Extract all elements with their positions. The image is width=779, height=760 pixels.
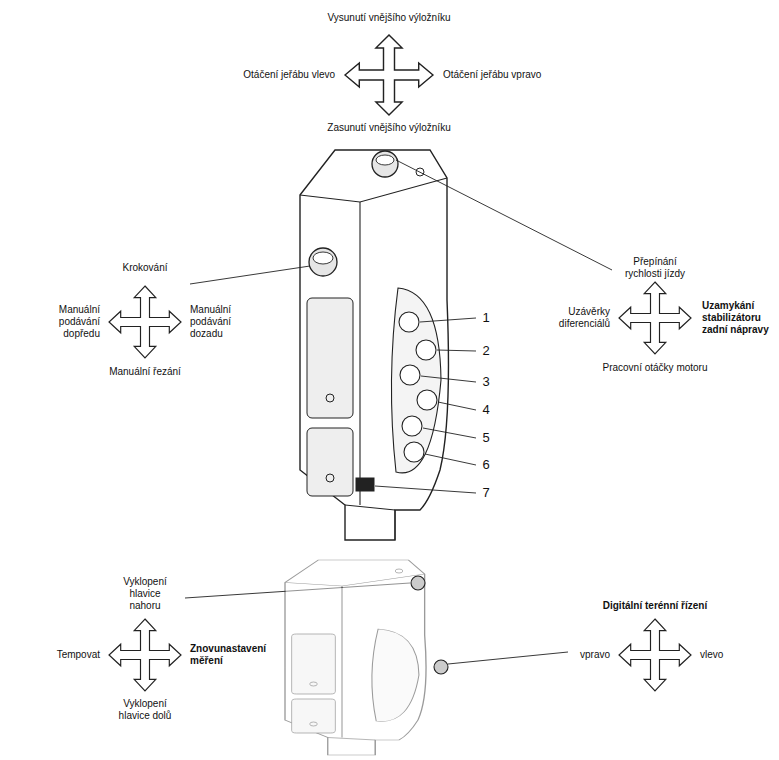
left-knob-cap [313,252,333,264]
left-knob [309,248,337,276]
small-joystick-body [285,560,426,755]
small-joystick [285,560,426,755]
control-label: Manuální řezání [109,366,181,378]
control-label: Otáčení jeřábu vlevo [243,69,335,81]
push-button [399,312,419,332]
toggle-switch [356,478,374,491]
control-label: Znovunastavení měření [190,643,272,667]
direction-arrow [109,286,181,358]
control-label: vlevo [700,649,723,661]
control-label: Otáčení jeřábu vpravo [443,69,541,81]
control-label: Tempovat [57,649,100,661]
leader-line [375,486,476,493]
leader-line [420,318,476,322]
control-label: Přepínání rychlosti jízdy [614,256,696,280]
top-knob [372,151,398,177]
leader-line [438,402,476,410]
leader-line [421,376,476,382]
callout-number: 2 [482,343,489,359]
leader-line [425,454,476,465]
leader-line [423,428,476,438]
leader-line [437,350,476,351]
direction-arrow [345,35,433,115]
leader-line [396,160,612,270]
callout-number: 1 [482,310,489,326]
joystick-body [300,150,448,540]
control-label: Uzamykání stabilizátoru zadní nápravy [702,300,774,336]
leader-line [190,266,310,284]
control-label: Pracovní otáčky motoru [602,362,707,374]
callout-number: 3 [482,374,489,390]
callout-number: 6 [482,457,489,473]
control-label: Manuální podávání dopředu [36,304,100,340]
control-label: Vysunutí vnějšího výložníku [327,12,450,24]
control-label: Manuální podávání dozadu [190,304,254,340]
callout-number: 5 [482,430,489,446]
control-label: Uzávěrky diferenciálů [538,306,610,330]
control-label: Vyklopení hlavice dolů [114,698,176,722]
direction-arrow [109,619,181,691]
control-label: Digitální terénní řízení [603,600,707,612]
control-label: Zasunutí vnějšího výložníku [327,122,450,134]
tilt-knob [411,576,425,590]
control-label: vpravo [580,649,610,661]
top-knob-cap [376,155,394,165]
push-button [400,365,420,385]
leader-line [448,652,568,664]
direction-arrow [619,619,691,691]
control-label: Vyklopení hlavice nahoru [114,576,176,612]
callout-number: 7 [482,485,489,501]
steering-knob [434,660,448,674]
push-button [402,416,422,436]
callout-number: 4 [482,402,489,418]
control-label: Krokování [122,262,167,274]
direction-arrow [619,282,691,354]
push-button [404,442,424,462]
push-button [417,390,437,410]
push-button [416,340,436,360]
